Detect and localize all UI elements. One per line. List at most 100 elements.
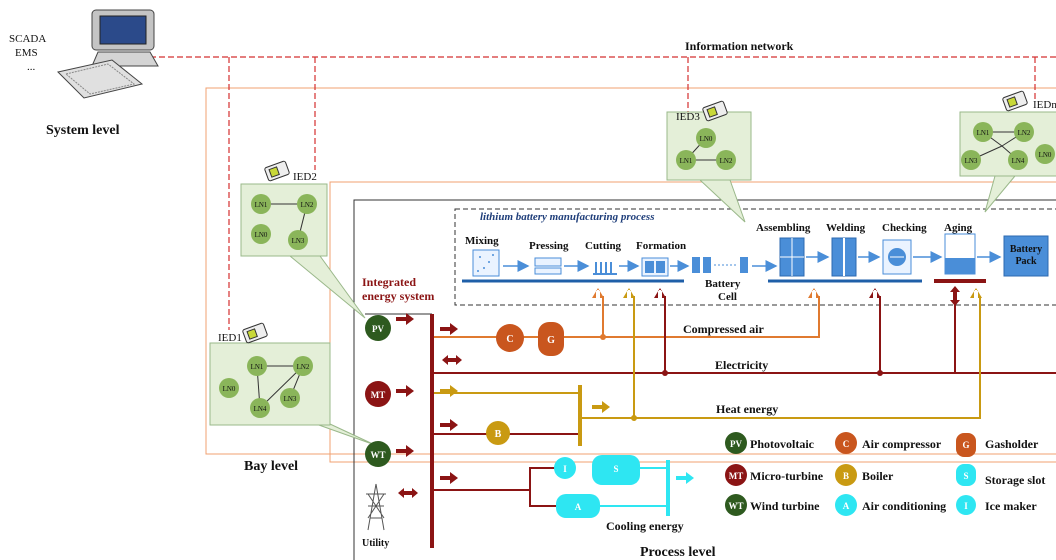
ems-label: EMS: [15, 47, 38, 59]
svg-text:PV: PV: [730, 439, 742, 449]
wt-node: WT: [365, 441, 391, 467]
svg-text:G: G: [547, 335, 555, 346]
ied1-node: LN4: [254, 405, 267, 413]
step-checking: Checking: [882, 222, 927, 234]
ied2-device-icon: [264, 160, 290, 182]
svg-text:G: G: [962, 440, 969, 450]
junction-dot: [600, 334, 606, 340]
svg-text:MT: MT: [729, 471, 744, 481]
svg-text:Air compressor: Air compressor: [862, 437, 942, 451]
step-welding: Welding: [826, 222, 866, 234]
svg-text:Air conditioning: Air conditioning: [862, 499, 946, 513]
junction-dot: [662, 370, 668, 376]
svg-text:B: B: [843, 471, 849, 481]
svg-text:I: I: [563, 464, 567, 474]
svg-text:Micro-turbine: Micro-turbine: [750, 469, 824, 483]
ied1-node: LN1: [251, 363, 264, 371]
iedn-node: LN0: [1039, 151, 1052, 159]
junction-dot: [631, 415, 637, 421]
ied2-label: IED2: [293, 171, 317, 183]
network-label: Information network: [685, 39, 794, 53]
svg-text:Photovoltaic: Photovoltaic: [750, 437, 815, 451]
energy-title-1: Integrated: [362, 275, 416, 289]
ied1-node: LN2: [297, 363, 310, 371]
bay-frame-outer: [205, 87, 1056, 455]
iedn-panel: LN1 LN2 LN3 LN4 LN0 IEDn: [959, 90, 1056, 213]
cooling-energy-label: Cooling energy: [606, 519, 684, 533]
ied3-node: LN0: [700, 135, 713, 143]
svg-text:A: A: [575, 502, 582, 512]
svg-text:C: C: [843, 439, 850, 449]
pv-node: PV: [365, 315, 391, 341]
step-cutting: Cutting: [585, 240, 622, 252]
heat-energy-label: Heat energy: [716, 402, 778, 416]
svg-text:WT: WT: [370, 450, 385, 460]
ied1-device-icon: [242, 322, 268, 344]
ied3-label: IED3: [676, 111, 700, 123]
step-aging: Aging: [944, 222, 973, 234]
computer-icon: [57, 9, 159, 99]
energy-title-2: energy system: [362, 289, 434, 303]
ied2-panel: LN1 LN2 LN0 LN3 IED2: [240, 160, 366, 319]
svg-text:C: C: [506, 334, 513, 345]
energy-arrows: [396, 286, 982, 498]
iedn-node: LN1: [977, 129, 990, 137]
legend: PV Photovoltaic C Air compressor G Gasho…: [725, 432, 1045, 516]
svg-text:B: B: [495, 429, 502, 440]
iedn-label: IEDn: [1033, 99, 1056, 111]
svg-text:Gasholder: Gasholder: [985, 437, 1039, 451]
utility-tower-icon: [366, 483, 386, 531]
svg-text:A: A: [843, 501, 850, 511]
process-flow-arrows: [503, 251, 1002, 272]
process-level-label: Process level: [640, 545, 716, 560]
step-assembling: Assembling: [756, 222, 811, 234]
bay-level-label: Bay level: [244, 459, 298, 474]
svg-text:PV: PV: [372, 324, 384, 334]
iedn-node: LN4: [1012, 157, 1025, 165]
ied2-node: LN0: [255, 231, 268, 239]
manufacturing-title: lithium battery manufacturing process: [480, 211, 655, 223]
ied2-node: LN1: [255, 201, 268, 209]
svg-text:S: S: [963, 471, 968, 481]
dots-label: ...: [27, 61, 36, 73]
junction-dot: [877, 370, 883, 376]
step-pressing: Pressing: [529, 240, 569, 252]
ied3-node: LN2: [720, 157, 733, 165]
ied2-node: LN2: [301, 201, 314, 209]
svg-text:Storage slot: Storage slot: [985, 473, 1045, 487]
svg-text:Wind turbine: Wind turbine: [750, 499, 820, 513]
svg-text:I: I: [964, 501, 968, 511]
step-formation: Formation: [636, 240, 686, 252]
process-equipment: [472, 233, 1049, 277]
electricity-label: Electricity: [715, 358, 768, 372]
ied1-node: LN0: [223, 385, 236, 393]
svg-text:WT: WT: [728, 501, 743, 511]
compressor-node: C: [496, 324, 524, 352]
system-level-label: System level: [46, 123, 120, 138]
svg-text:S: S: [613, 464, 618, 474]
ied2-node: LN3: [292, 237, 305, 245]
scada-label: SCADA: [9, 33, 46, 45]
ied3-panel: LN0 LN1 LN2 IED3: [666, 100, 752, 223]
iedn-device-icon: [1002, 90, 1028, 112]
ied1-label: IED1: [218, 332, 242, 344]
compressed-air-label: Compressed air: [683, 322, 764, 336]
information-network: [150, 56, 1056, 330]
boiler-node: B: [486, 421, 510, 445]
svg-text:MT: MT: [371, 390, 386, 400]
ied3-node: LN1: [680, 157, 693, 165]
manufacturing-frame: [454, 208, 1056, 306]
mt-node: MT: [365, 381, 391, 407]
bay-frame-inner: [329, 181, 1056, 463]
ied1-panel: LN1 LN2 LN0 LN3 LN4 IED1: [209, 322, 376, 446]
aircon-node: A: [556, 494, 600, 518]
utility-label: Utility: [362, 538, 389, 549]
energy-lines: [365, 296, 1056, 548]
storage-node: S: [592, 455, 640, 485]
ied3-device-icon: [702, 100, 728, 122]
iedn-node: LN2: [1018, 129, 1031, 137]
iedn-node: LN3: [965, 157, 978, 165]
